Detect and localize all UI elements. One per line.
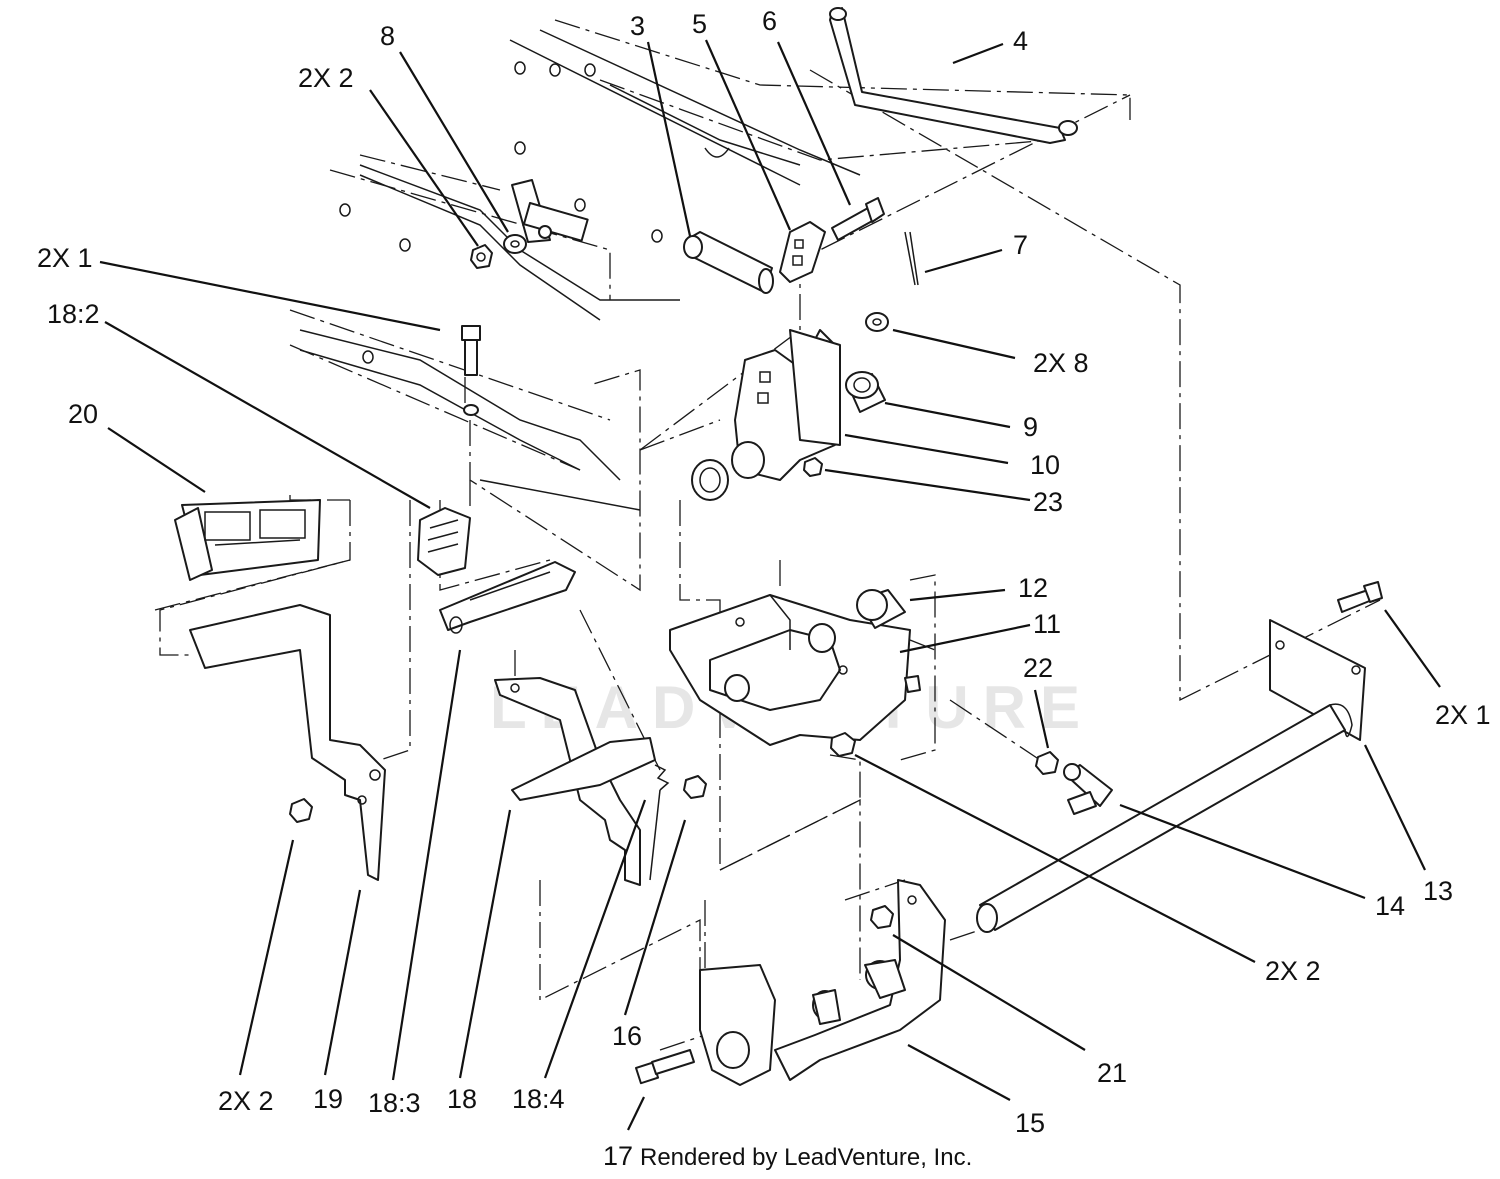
nut-part-23 <box>803 457 823 477</box>
pedal-cover-part-18-2 <box>417 507 471 576</box>
callout-8: 8 <box>380 21 395 51</box>
callout-12: 12 <box>1018 573 1048 603</box>
callout-16: 16 <box>612 1021 642 1051</box>
swivel-part-14 <box>1063 763 1113 815</box>
callout-4: 4 <box>1013 26 1028 56</box>
callout-7: 7 <box>1013 230 1028 260</box>
bracket-part-11 <box>669 594 921 746</box>
mount-plate-part-10 <box>691 329 841 501</box>
callout-23: 23 <box>1033 487 1063 517</box>
callout-10: 10 <box>1030 450 1060 480</box>
callout-19: 19 <box>313 1084 343 1114</box>
callout-11: 11 <box>1033 609 1061 639</box>
callout-14: 14 <box>1375 891 1405 921</box>
nut-right-2x2 <box>830 732 856 757</box>
callout-5: 5 <box>692 9 707 39</box>
callout-15: 15 <box>1015 1108 1045 1138</box>
callout-18: 18 <box>447 1084 477 1114</box>
shaft-part-13 <box>976 619 1366 933</box>
linkage-bracket <box>511 179 589 243</box>
clip-part-5 <box>779 221 826 283</box>
pedal-arm-part-19 <box>189 604 386 881</box>
callout-3: 3 <box>630 11 645 41</box>
washer-part-2x8 <box>865 312 889 332</box>
callout-9: 9 <box>1023 412 1038 442</box>
rod-part-4 <box>829 7 1078 144</box>
bushing-part-9 <box>845 371 886 413</box>
callout-22: 22 <box>1023 653 1053 683</box>
chassis-phantom-lines <box>154 19 1381 1051</box>
cotter-pin-part-7 <box>904 231 919 286</box>
spring-part-18-4 <box>649 764 670 881</box>
pedal-part-18 <box>494 677 656 886</box>
nut-part-22 <box>1035 751 1059 775</box>
credit-line: Rendered by LeadVenture, Inc. <box>640 1144 972 1171</box>
callout-2x2-bottom: 2X 2 <box>218 1086 274 1116</box>
washer-part-8 <box>503 234 527 254</box>
frame-panel <box>299 29 861 511</box>
bolt-right-2x1 <box>1337 581 1383 613</box>
pedal-pad-part-20 <box>174 499 321 581</box>
callout-18-4: 18:4 <box>512 1084 565 1114</box>
bolt-part-6 <box>831 197 885 241</box>
bolt-left-2x1 <box>461 325 481 416</box>
callout-labels: 8 3 5 6 4 2X 2 2X 1 7 18:2 2X 8 20 9 10 … <box>37 6 1491 1171</box>
nut-part-21 <box>870 905 894 929</box>
bushing-part-12 <box>856 589 906 629</box>
callout-2x1-right: 2X 1 <box>1435 700 1491 730</box>
lower-bracket-part-15 <box>699 879 946 1086</box>
callout-6: 6 <box>762 6 777 36</box>
callout-2x8: 2X 8 <box>1033 348 1089 378</box>
callout-17: 17 <box>603 1141 633 1171</box>
callout-20: 20 <box>68 399 98 429</box>
bolt-part-17 <box>635 1049 695 1085</box>
pedal-housing-part-18-3 <box>439 561 576 634</box>
pin-part-3 <box>683 231 774 294</box>
nut-bottom-2x2 <box>289 798 313 823</box>
callout-21: 21 <box>1097 1058 1127 1088</box>
callout-18-2: 18:2 <box>47 299 100 329</box>
leader-lines <box>99 39 1441 1131</box>
washer-part-16 <box>683 775 707 799</box>
callout-2x1-left: 2X 1 <box>37 243 93 273</box>
callout-13: 13 <box>1423 876 1453 906</box>
callout-18-3: 18:3 <box>368 1088 421 1118</box>
nut-top-2x2 <box>470 244 493 269</box>
callout-2x2-top: 2X 2 <box>298 63 354 93</box>
callout-2x2-right: 2X 2 <box>1265 956 1321 986</box>
